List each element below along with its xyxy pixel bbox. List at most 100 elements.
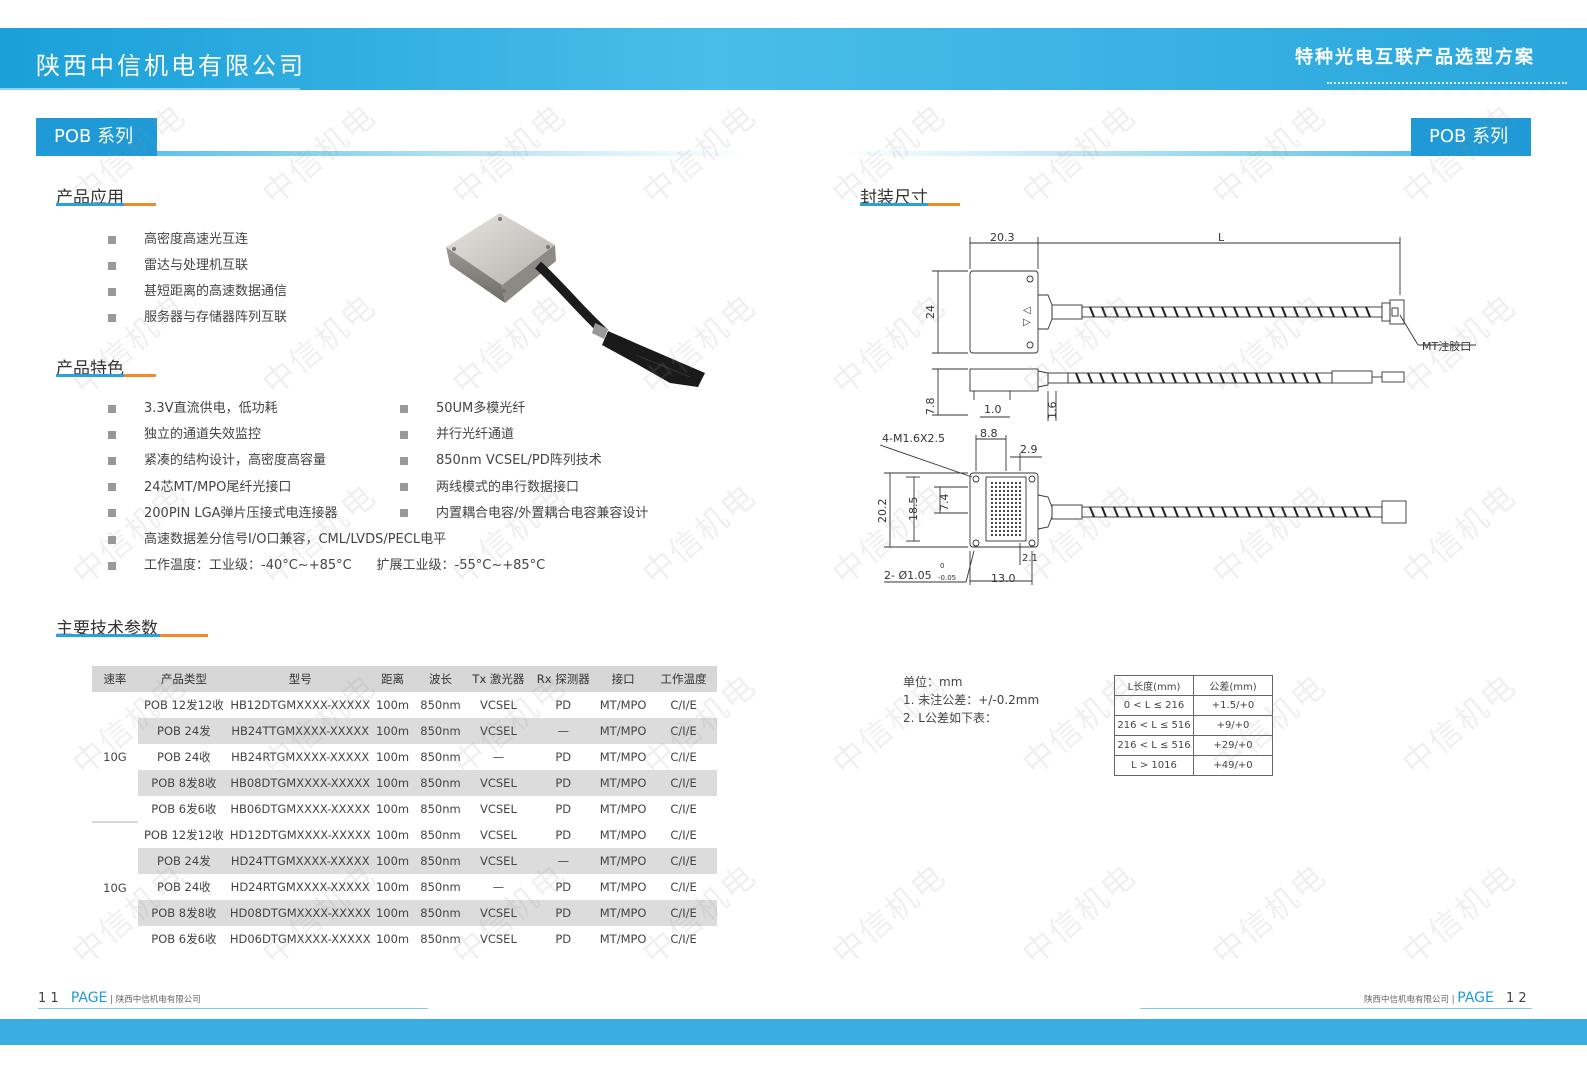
col-header: 接口 <box>596 666 651 692</box>
col-header: 距离 <box>370 666 415 692</box>
table-cell: POB 24收 <box>157 880 211 894</box>
table-header-row: L长度(mm) 公差(mm) <box>1114 675 1273 696</box>
dim-label: 20.3 <box>990 231 1015 244</box>
table-cell: HD12DTGMXXXX-XXXXX <box>229 828 371 842</box>
table-cell: POB 12发12收 <box>143 828 224 842</box>
watermark-text: 中信机电 <box>1394 96 1524 213</box>
dim-label: 2.9 <box>1020 443 1038 456</box>
section-underline <box>56 634 160 637</box>
table-cell: POB 8发8收 <box>137 770 230 796</box>
watermark-text: 中信机电 <box>1014 286 1144 403</box>
bullet-square-icon <box>400 483 408 492</box>
dim-label: 8.8 <box>980 427 998 440</box>
list-item: 雷达与处理机互联 <box>108 253 287 279</box>
table-cell: 100m <box>375 802 410 816</box>
watermark-text: 中信机电 <box>824 476 954 593</box>
watermark-text: 中信机电 <box>64 666 194 783</box>
table-cell: +49/+0 <box>1193 755 1273 776</box>
table-cell: HD24RTGMXXXX-XXXXX <box>230 880 370 894</box>
table-cell: — <box>530 718 597 744</box>
list-item: 高速数据差分信号I/O口兼容，CML/LVDS/PECL电平 <box>108 527 545 553</box>
table-row: 216 < L ≤ 516+9/+0 <box>1114 715 1273 736</box>
footer-bar <box>0 1019 1587 1045</box>
bullet-square-icon <box>108 261 116 270</box>
bullet-square-icon <box>108 509 116 518</box>
list-item: 独立的通道失效监控 <box>108 422 545 448</box>
table-cell: C/I/E <box>650 848 717 874</box>
note-item: 1. 未注公差：+/-0.2mm <box>903 693 1040 707</box>
col-header: Rx 探测器 <box>530 666 597 692</box>
table-cell: 850nm <box>420 698 461 712</box>
table-cell: — <box>492 750 505 764</box>
tolerance-table: L长度(mm) 公差(mm) 0 < L ≤ 216+1.5/+0 216 < … <box>1114 675 1273 776</box>
table-cell: POB 24发 <box>137 718 230 744</box>
table-cell: 100m <box>370 718 415 744</box>
footer-line-right <box>1140 1008 1532 1009</box>
footer-line-left <box>38 1008 428 1009</box>
watermark-text: 中信机电 <box>1014 856 1144 973</box>
watermark-text: 中信机电 <box>634 666 764 783</box>
watermark-text: 中信机电 <box>444 856 574 973</box>
bullet-square-icon <box>400 456 408 465</box>
table-cell: PD <box>530 770 597 796</box>
product-image <box>446 213 705 387</box>
series-badge-left: POB 系列 <box>36 118 157 156</box>
table-cell: 850nm <box>420 802 461 816</box>
table-cell: PD <box>555 932 572 946</box>
list-item: 850nm VCSEL/PD阵列技术 <box>400 448 648 474</box>
table-cell: C/I/E <box>650 770 717 796</box>
table-cell: HD24TTGMXXXX-XXXXX <box>229 848 371 874</box>
table-cell: 100m <box>370 900 415 926</box>
section-underline <box>860 203 928 206</box>
series-line-right <box>840 151 1411 156</box>
table-cell: VCSEL <box>479 698 517 712</box>
section-underline-accent <box>928 203 960 206</box>
table-cell: MT/MPO <box>599 698 647 712</box>
section-underline-accent <box>160 634 208 637</box>
watermark-text: 中信机电 <box>634 856 764 973</box>
dim-label: MT注胶口 <box>1422 339 1471 353</box>
col-header: 速率 <box>92 666 138 692</box>
page-number-right: 陕西中信机电有限公司 | PAGE 1 2 <box>1364 990 1527 1006</box>
watermark-text: 中信机电 <box>64 286 194 403</box>
page-number-left: 1 1 PAGE | 陕西中信机电有限公司 <box>38 990 201 1006</box>
header-bar <box>0 28 1587 90</box>
table-cell: — <box>530 848 597 874</box>
watermark-text: 中信机电 <box>824 96 954 213</box>
table-cell: C/I/E <box>670 802 697 816</box>
table-cell: — <box>492 880 505 894</box>
table-cell: POB 24发 <box>137 848 230 874</box>
watermark-text: 中信机电 <box>1204 666 1334 783</box>
watermark-text: 中信机电 <box>824 286 954 403</box>
table-cell: C/I/E <box>670 880 697 894</box>
bullet-square-icon <box>108 235 116 244</box>
watermark-text: 中信机电 <box>254 96 384 213</box>
table-cell: C/I/E <box>670 750 697 764</box>
bullet-square-icon <box>108 404 116 413</box>
header-underline <box>0 88 300 90</box>
bullet-square-icon <box>108 561 116 570</box>
company-name: 陕西中信机电有限公司 <box>36 52 306 80</box>
dim-label: 2- Ø1.05 <box>884 569 932 582</box>
watermark-text: 中信机电 <box>1204 96 1334 213</box>
list-item: 3.3V直流供电，低功耗 <box>108 396 545 422</box>
table-cell: VCSEL <box>479 828 517 842</box>
watermark-text: 中信机电 <box>444 666 574 783</box>
table-cell: MT/MPO <box>599 828 647 842</box>
bullet-square-icon <box>400 509 408 518</box>
list-item: 并行光纤通道 <box>400 422 648 448</box>
watermark-text: 中信机电 <box>444 476 574 593</box>
table-cell: 850nm <box>420 750 461 764</box>
table-cell: C/I/E <box>650 900 717 926</box>
table-cell: MT/MPO <box>596 770 651 796</box>
table-cell: POB 6发6收 <box>151 932 217 946</box>
list-item: 高密度高速光互连 <box>108 227 287 253</box>
table-cell: 850nm <box>420 932 461 946</box>
table-cell: MT/MPO <box>596 900 651 926</box>
